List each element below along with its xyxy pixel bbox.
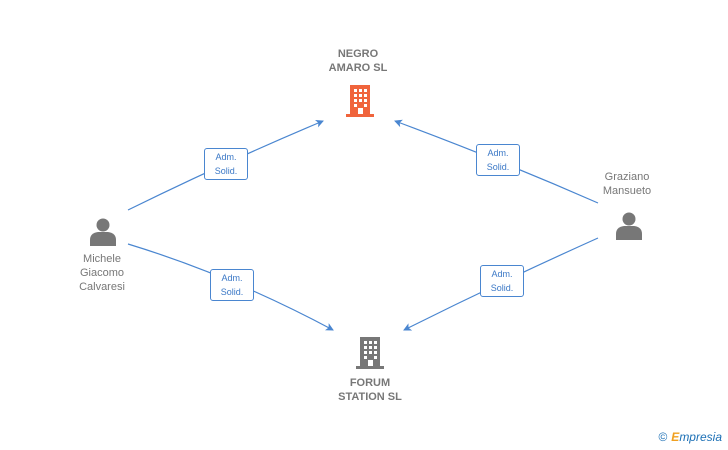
copyright-symbol: © — [658, 430, 668, 444]
person-name-line: Giacomo — [79, 267, 125, 279]
role-line: Adm. — [487, 148, 509, 158]
person-name-line: Michele — [83, 253, 121, 265]
role-line: Solid. — [214, 166, 238, 176]
company-forum-station-name[interactable]: FORUM STATION SL — [320, 376, 420, 404]
person-name-line: Mansueto — [602, 185, 652, 197]
edge-label-role[interactable]: Adm. Solid. — [476, 144, 520, 176]
company-negro-amaro-name[interactable]: NEGRO AMARO SL — [310, 47, 406, 75]
role-line: Solid. — [490, 283, 514, 293]
empresia-watermark: ©Empresia — [658, 430, 722, 444]
edge-label-role[interactable]: Adm. Solid. — [204, 148, 248, 180]
role-line: Solid. — [220, 287, 244, 297]
company-name-line: AMARO SL — [328, 62, 388, 74]
person-graziano-name[interactable]: Graziano Mansueto — [580, 170, 674, 198]
edge-label-role[interactable]: Adm. Solid. — [480, 265, 524, 297]
person-michele-name[interactable]: Michele Giacomo Calvaresi — [56, 252, 148, 294]
brand-initial: E — [671, 430, 680, 444]
brand-name: mpresia — [679, 430, 722, 444]
building-icon[interactable] — [354, 334, 386, 370]
edge-label-role[interactable]: Adm. Solid. — [210, 269, 254, 301]
person-name-line: Calvaresi — [79, 281, 125, 293]
role-line: Adm. — [215, 152, 237, 162]
role-line: Solid. — [486, 162, 510, 172]
role-line: Adm. — [491, 269, 513, 279]
company-name-line: NEGRO — [337, 48, 379, 60]
person-icon[interactable] — [614, 210, 644, 240]
company-name-line: FORUM — [349, 377, 391, 389]
role-line: Adm. — [221, 273, 243, 283]
person-icon[interactable] — [88, 216, 118, 246]
building-icon[interactable] — [344, 82, 376, 118]
person-name-line: Graziano — [604, 171, 650, 183]
company-name-line: STATION SL — [338, 391, 402, 403]
